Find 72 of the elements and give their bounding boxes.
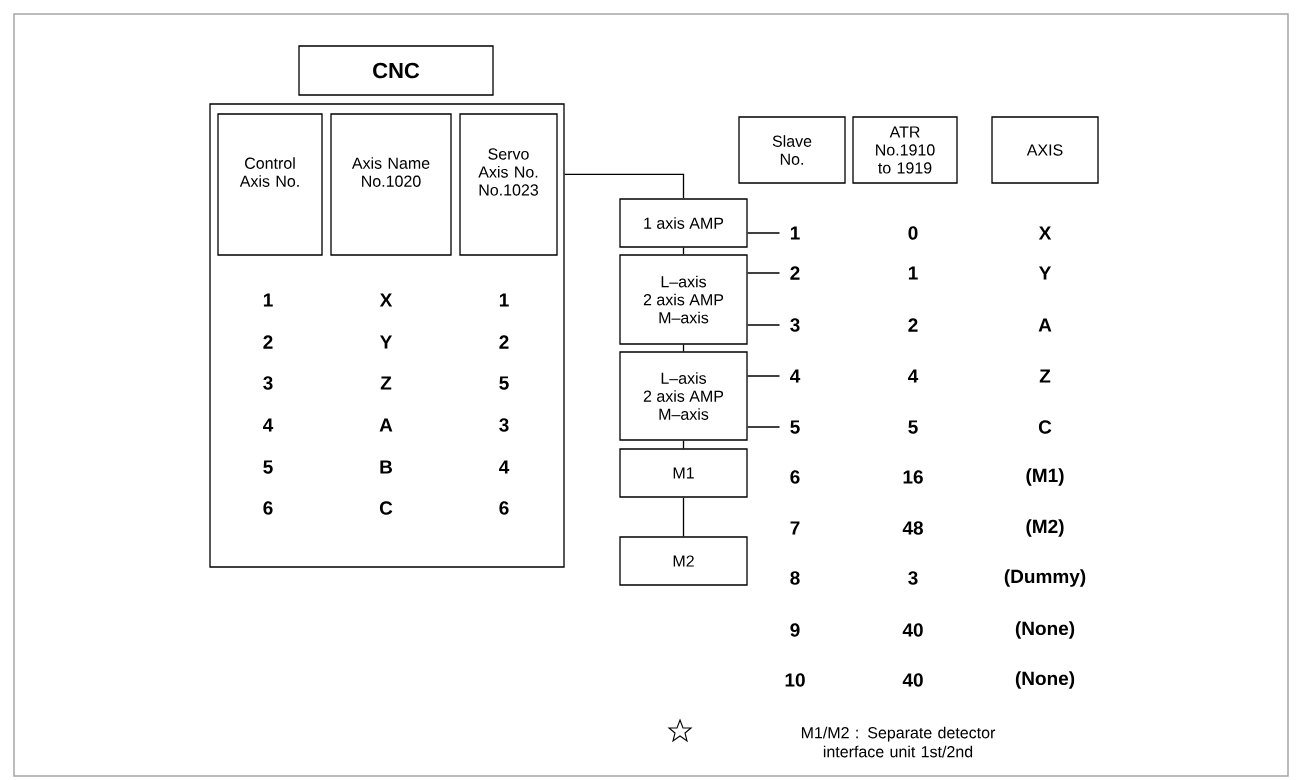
table-value: A [379,418,393,432]
connector-line [747,375,781,377]
slave-number: 1 [790,226,800,240]
table-value: B [380,460,392,474]
amp-box: M2 [619,536,748,586]
table-value: 4 [263,418,274,432]
table-value: (Dummy) [1004,569,1086,587]
table-value: 1 [908,266,918,280]
table-value: 5 [908,420,918,434]
connector-line [682,247,685,255]
table-value: 6 [790,470,800,484]
title-box: CNC [298,45,494,96]
table-value: 1 [499,293,509,307]
connector-line [747,272,781,274]
footnote: M1/M2 : Separate detector interface unit 1st/2nd [801,726,996,758]
connector-line [747,232,781,234]
table-value: 2 [499,335,509,349]
table-value: A [1038,318,1052,332]
table-value: C [1038,420,1052,434]
table-value: 3 [263,376,273,390]
table-value: 40 [902,623,923,637]
table-value: X [379,293,393,307]
connector-line [747,426,781,428]
table-value: 6 [499,501,509,515]
table-value: Z [1039,369,1051,383]
amp-box: M1 [619,448,748,498]
table-value: C [379,501,393,515]
table-value: X [1038,226,1052,240]
slave-number: 3 [790,318,800,332]
connector-line [682,440,685,449]
slave-number: 2 [790,266,800,280]
table-value: Y [380,335,393,349]
table-value: 40 [902,673,923,687]
table-value: 16 [903,470,923,484]
header-box: Axis Name No.1020 [330,113,452,256]
table-value: 4 [499,460,510,474]
table-value: (None) [1015,621,1075,639]
table-value: Z [380,376,392,390]
table-value: 3 [908,571,918,585]
table-value: 1 [263,293,273,307]
table-value: 9 [790,623,800,637]
table-value: 8 [790,571,800,585]
slave-number: 5 [790,420,800,434]
table-value: 2 [263,335,273,349]
table-value: 10 [785,673,805,687]
table-value: Y [1039,266,1052,280]
table-value: 5 [263,460,273,474]
connector-line [747,324,781,326]
connector-line [682,497,685,537]
table-value: (M2) [1026,519,1064,537]
header-box: AXIS [991,116,1099,184]
amp-box: 1 axis AMP [619,198,748,248]
panel-box [209,103,565,568]
table-value: (None) [1015,671,1075,689]
table-value: 6 [263,501,273,515]
amp-box: L–axis 2 axis AMP M–axis [619,351,748,441]
amp-box: L–axis 2 axis AMP M–axis [619,254,748,345]
table-value: 5 [499,376,509,390]
table-value: 48 [902,521,923,535]
table-value: 0 [908,226,918,240]
table-value: 2 [908,318,918,332]
header-box: Control Axis No. [217,113,323,256]
slave-number: 4 [790,369,801,383]
table-value: 3 [499,418,509,432]
header-box: Slave No. [738,116,846,184]
connector-line [682,344,685,352]
connector-line [564,173,685,199]
header-box: ATR No.1910 to 1919 [852,116,958,184]
table-value: (M1) [1026,468,1064,486]
table-value: 7 [790,521,800,535]
header-box: Servo Axis No. No.1023 [459,113,558,256]
table-value: 4 [908,369,919,383]
